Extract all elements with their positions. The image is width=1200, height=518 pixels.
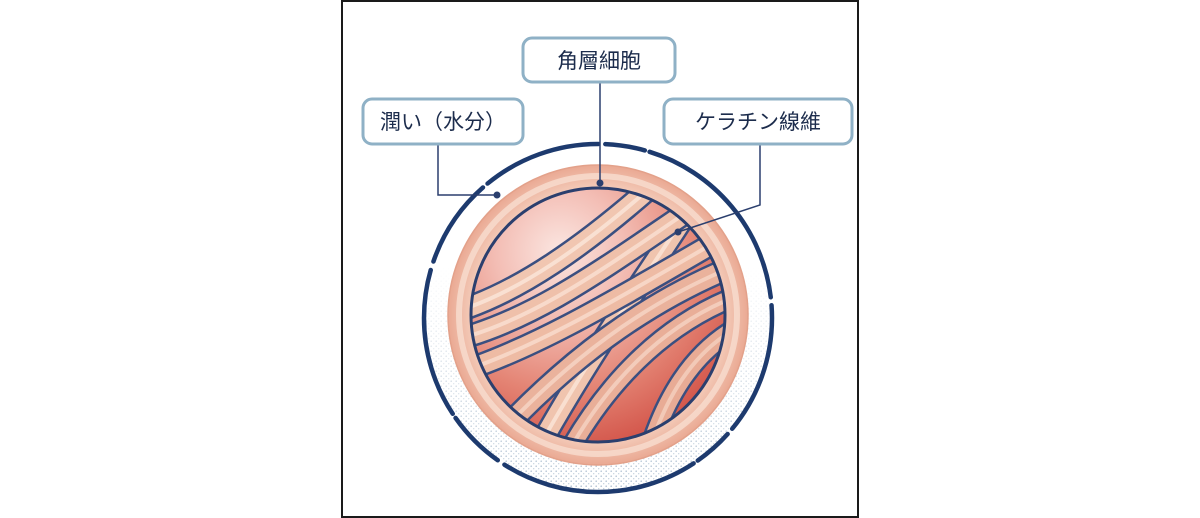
leader-line-moisture	[437, 144, 497, 196]
label-text-corneocyte: 角層細胞	[557, 49, 641, 73]
keratin-fiber	[472, 189, 658, 324]
label-box-keratin	[662, 97, 854, 146]
label-box-corneocyte	[521, 36, 677, 84]
cell-ring-highlight	[456, 173, 740, 457]
pointer-dot-corneocyte	[596, 179, 604, 187]
label-text-moisture: 潤い（水分）	[380, 110, 506, 134]
keratin-fiber-group	[472, 189, 724, 441]
keratin-fiber	[472, 217, 724, 384]
leader-line-keratin	[677, 144, 761, 233]
keratin-fiber	[472, 190, 712, 352]
leader-lines	[437, 82, 761, 233]
pointer-dot-keratin	[674, 228, 682, 236]
keratin-fiber	[634, 312, 724, 441]
keratin-fiber	[496, 250, 724, 437]
pointer-dot-moisture	[493, 191, 501, 199]
label-corneocyte: 角層細胞	[521, 36, 677, 84]
label-text-keratin: ケラチン線維	[695, 110, 821, 134]
moisture-outer-ring	[421, 141, 775, 495]
label-moisture: 潤い（水分）	[361, 97, 525, 146]
label-box-moisture	[361, 97, 525, 146]
cell-core-outline	[469, 186, 727, 444]
label-keratin: ケラチン線維	[662, 97, 854, 146]
keratin-fiber	[555, 281, 724, 441]
